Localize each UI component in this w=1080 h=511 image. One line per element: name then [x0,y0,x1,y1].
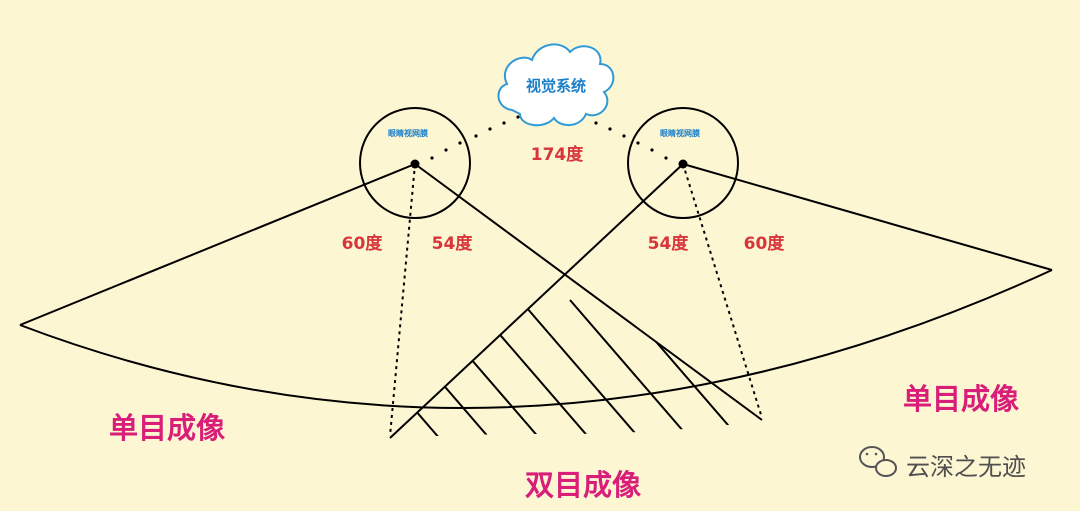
right-monocular-label: 单目成像 [903,382,1019,416]
right-eye [627,107,739,219]
signal-dots [430,110,668,160]
wechat-icon [859,446,897,477]
vision-system-cloud: 视觉系统 [497,43,615,127]
left-inner-angle-label: 54度 [432,233,474,254]
left-outer-angle-label: 60度 [342,233,384,254]
center-lines [389,163,763,437]
field-of-view-outline [19,163,1053,439]
left-center-line [389,163,416,437]
right-inner-angle-label: 54度 [648,233,690,254]
angle-total-label: 174度 [531,144,584,165]
bottom-arc [19,269,1053,409]
right-outer-angle-label: 60度 [744,233,786,254]
watermark: 云深之无迹 [859,446,1026,481]
right-eye-label: 眼睛视网膜 [660,128,700,138]
left-eye-label: 眼睛视网膜 [388,128,428,138]
left-outer-ray [19,163,416,326]
right-inner-ray [389,163,684,439]
right-outer-ray [682,163,1053,271]
left-monocular-label: 单目成像 [109,411,225,445]
right-center-line [682,163,763,419]
left-inner-ray [414,163,763,421]
binocular-label: 双目成像 [525,468,641,502]
watermark-text: 云深之无迹 [906,453,1026,481]
cloud-label: 视觉系统 [526,77,586,95]
left-eye [359,107,471,219]
